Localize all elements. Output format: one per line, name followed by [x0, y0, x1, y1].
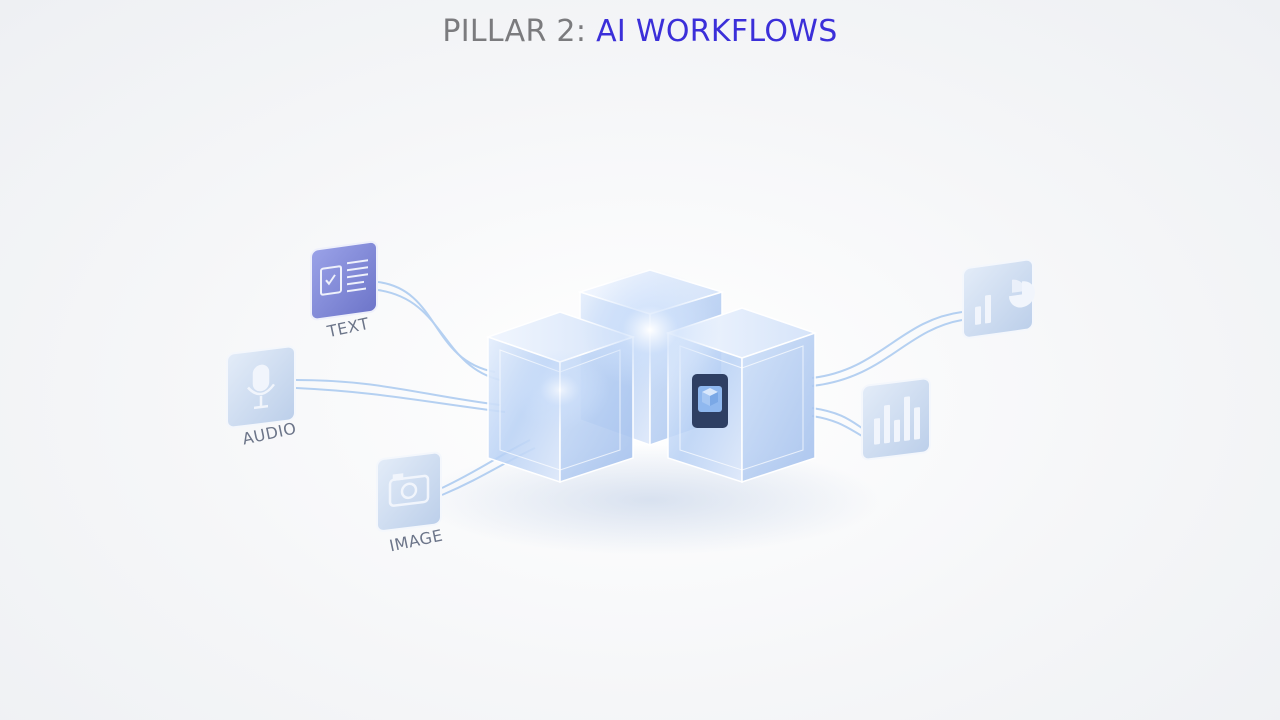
pie-chart-icon [975, 279, 1035, 325]
camera-icon [388, 473, 430, 507]
title-accent: AI WORKFLOWS [596, 14, 838, 49]
title-prefix: PILLAR 2: [442, 14, 597, 49]
slide-title: PILLAR 2: AI WORKFLOWS [0, 14, 1280, 49]
bar-chart-output-tile [861, 377, 931, 461]
output-flow-lines [811, 311, 963, 437]
ai-core-chip [692, 374, 728, 428]
bar-chart-icon [874, 396, 920, 445]
floor-reflection [420, 445, 880, 555]
document-icon [320, 259, 368, 296]
image-input-tile [376, 451, 442, 532]
microphone-icon [247, 364, 275, 410]
text-input-tile [310, 240, 378, 321]
audio-input-tile [226, 345, 296, 429]
pie-chart-output-tile [962, 258, 1035, 339]
core-glow [580, 270, 720, 390]
